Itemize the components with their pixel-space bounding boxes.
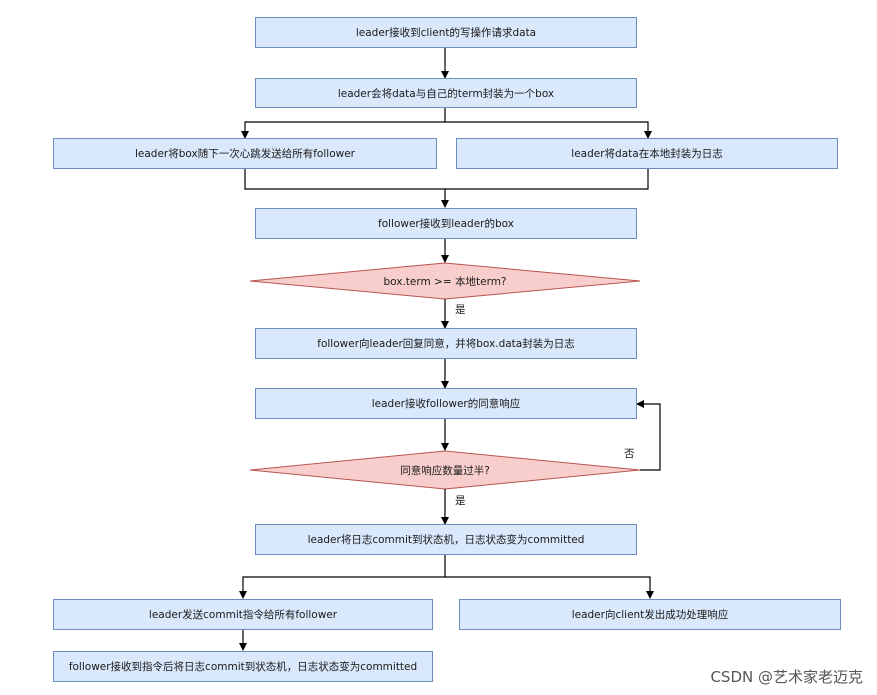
edge-n2-n4 [445, 121, 652, 139]
edge-label-no: 否 [624, 448, 635, 460]
edge-label-yes-2: 是 [455, 495, 466, 507]
edge-n8-n10 [445, 576, 654, 599]
node-leader-receive-request: leader接收到client的写操作请求data [255, 17, 637, 48]
node-leader-wrap-box: leader会将data与自己的term封装为一个box [255, 78, 637, 108]
edge-n3-merge [244, 168, 649, 190]
edge-label-yes-1: 是 [455, 304, 466, 316]
node-leader-respond-client: leader向client发出成功处理响应 [459, 599, 841, 630]
node-leader-local-log: leader将data在本地封装为日志 [456, 138, 838, 169]
edge-d2-n7-no [636, 400, 661, 471]
node-leader-commit: leader将日志commit到状态机，日志状态变为committed [255, 524, 637, 555]
node-follower-receive-box: follower接收到leader的box [255, 208, 637, 239]
edge-n8-n9 [239, 555, 446, 599]
node-leader-send-commit: leader发送commit指令给所有follower [53, 599, 433, 630]
node-follower-commit: follower接收到指令后将日志commit到状态机，日志状态变为commit… [53, 651, 433, 682]
node-follower-agree: follower向leader回复同意，并将box.data封装为日志 [255, 328, 637, 359]
node-leader-receive-agree: leader接收follower的同意响应 [255, 388, 637, 419]
edge-n2-n3 [241, 107, 446, 139]
decision-label-term-check: box.term >= 本地term? [383, 275, 507, 288]
node-leader-send-box: leader将box随下一次心跳发送给所有follower [53, 138, 437, 169]
decision-label-majority: 同意响应数量过半? [400, 464, 490, 477]
decision-diamond-term-check [249, 262, 641, 300]
watermark: CSDN @艺术家老迈克 [710, 668, 863, 686]
